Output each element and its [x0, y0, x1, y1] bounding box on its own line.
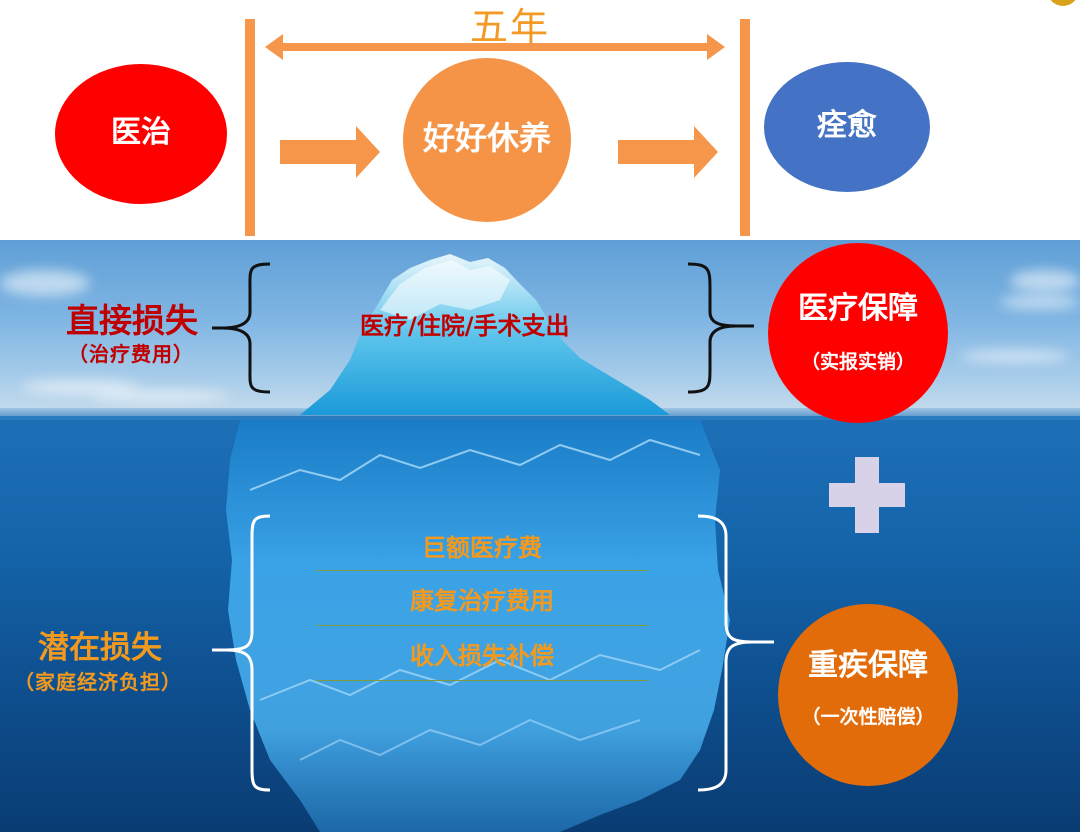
stage-recovery: 好好休养 — [403, 58, 571, 222]
iceberg-diagram: 直接损失 （治疗费用） 医疗/住院/手术支出 医疗保障 （实报实销） 潜在损失 … — [0, 240, 1080, 832]
right-brace-icon — [688, 262, 754, 394]
medical-coverage-subtitle: （实报实销） — [800, 350, 915, 373]
duration-label: 五年 — [469, 5, 550, 49]
cloud — [90, 390, 230, 402]
latent-loss-item: 巨额医疗费 — [316, 528, 648, 571]
direct-loss-subtitle: （治疗费用） — [68, 342, 194, 366]
timeline-start-bar — [245, 19, 255, 236]
cloud — [960, 350, 1070, 362]
stage-cured: 痊愈 — [764, 62, 930, 192]
timeline-end-bar — [740, 19, 750, 236]
stage-cured-label: 痊愈 — [817, 108, 877, 143]
direct-loss-items: 医疗/住院/手术支出 — [360, 312, 570, 340]
left-brace-icon — [212, 262, 271, 394]
cloud — [1000, 295, 1080, 309]
direct-loss-title: 直接损失 — [66, 301, 198, 340]
corner-decoration — [1048, 0, 1078, 6]
stage-treatment-label: 医治 — [111, 115, 171, 150]
cloud — [1010, 270, 1080, 292]
critical-illness-coverage-badge: 重疾保障 （一次性赔偿） — [778, 604, 958, 786]
medical-coverage-title: 医疗保障 — [798, 290, 918, 326]
plus-icon — [829, 457, 905, 533]
critical-coverage-title: 重疾保障 — [808, 647, 928, 683]
cloud — [0, 270, 90, 296]
waterline — [0, 416, 1080, 420]
medical-coverage-badge: 医疗保障 （实报实销） — [768, 243, 948, 423]
latent-loss-title: 潜在损失 — [38, 630, 162, 666]
critical-coverage-subtitle: （一次性赔偿） — [801, 705, 935, 728]
right-brace-icon — [697, 514, 774, 792]
left-brace-icon — [212, 514, 271, 792]
arrow-right-icon — [618, 126, 718, 178]
stage-treatment: 医治 — [55, 64, 227, 204]
treatment-timeline: 五年 医治 好好休养 痊愈 — [0, 0, 1080, 240]
iceberg-illustration — [226, 254, 730, 832]
latent-loss-item: 康复治疗费用 — [316, 571, 648, 626]
arrow-right-icon — [280, 126, 380, 178]
cloud — [20, 380, 140, 394]
double-arrow-icon — [265, 34, 725, 60]
latent-loss-item: 收入损失补偿 — [316, 626, 648, 681]
latent-loss-list: 巨额医疗费 康复治疗费用 收入损失补偿 — [316, 528, 648, 681]
stage-recovery-label: 好好休养 — [422, 119, 551, 157]
latent-loss-subtitle: （家庭经济负担） — [14, 670, 182, 694]
